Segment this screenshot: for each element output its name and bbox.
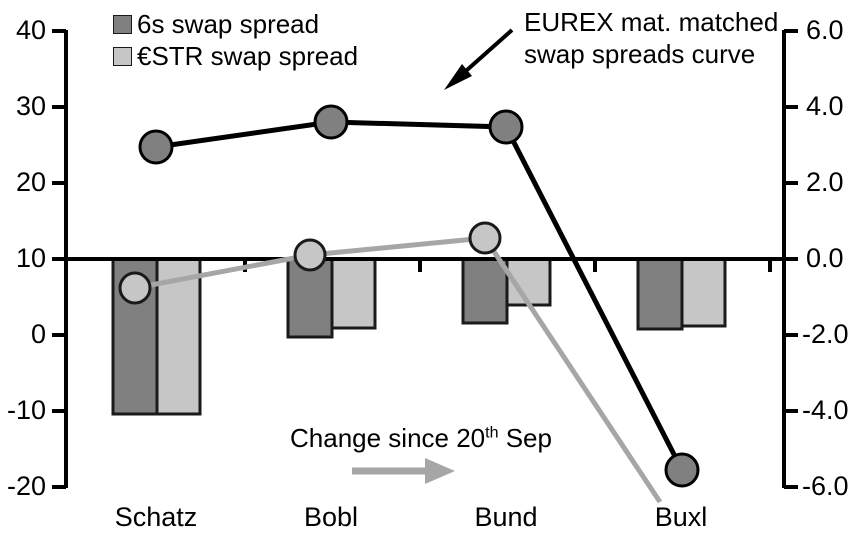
bar-6s-bobl xyxy=(286,257,334,339)
left-axis-tick-0: 0 xyxy=(30,319,46,349)
right-axis xyxy=(782,29,798,489)
right-axis-tick-minus4: -4.0 xyxy=(802,395,849,425)
left-axis-tick-20: 20 xyxy=(15,167,46,197)
marker-eurex-bund xyxy=(488,109,524,145)
bar-6s-buxl xyxy=(636,257,684,331)
left-axis xyxy=(52,29,68,489)
bar-6s-bund xyxy=(461,257,509,325)
bar-group-buxl xyxy=(636,257,727,331)
bar-group-bund xyxy=(461,257,552,325)
note-text-before: Change since 20 xyxy=(290,423,486,453)
line-series-eurex xyxy=(138,104,700,488)
marker-change-schatz xyxy=(118,271,152,305)
right-axis-tick-2: 2.0 xyxy=(806,167,844,197)
legend: 6s swap spread €STR swap spread xyxy=(113,8,358,72)
legend-item-estr[interactable]: €STR swap spread xyxy=(113,40,358,72)
marker-change-bund xyxy=(468,221,502,255)
left-axis-tick-30: 30 xyxy=(15,91,46,121)
bar-estr-buxl xyxy=(680,257,727,328)
category-label-schatz: Schatz xyxy=(114,502,198,532)
annotation-line-1: EUREX mat. matched xyxy=(524,7,779,37)
note-text-after: Sep xyxy=(498,423,552,453)
right-axis-tick-minus2: -2.0 xyxy=(802,319,849,349)
note-arrow xyxy=(352,458,455,484)
left-axis-tick-10: 10 xyxy=(15,243,46,273)
marker-change-bobl xyxy=(293,238,327,272)
right-axis-tick-4: 4.0 xyxy=(806,91,844,121)
left-axis-tick-40: 40 xyxy=(15,15,46,45)
bar-group-bobl xyxy=(286,257,377,339)
marker-eurex-schatz xyxy=(138,129,174,165)
line-series-change-since xyxy=(118,221,663,504)
category-label-bobl: Bobl xyxy=(303,502,359,532)
right-axis-tick-minus6: -6.0 xyxy=(802,471,849,501)
legend-swatch-light-icon xyxy=(113,46,132,66)
category-label-buxl: Buxl xyxy=(654,502,708,532)
annotation-text: EUREX mat. matched swap spreads curve xyxy=(524,6,778,70)
category-label-bund: Bund xyxy=(474,502,538,532)
legend-swatch-dark-icon xyxy=(113,14,132,34)
right-axis-tick-0: 0.0 xyxy=(806,243,844,273)
annotation-arrow xyxy=(444,28,514,90)
legend-label-estr: €STR swap spread xyxy=(137,41,359,71)
marker-eurex-bobl xyxy=(313,104,349,140)
left-axis-tick-minus10: -10 xyxy=(6,395,46,425)
bar-estr-bobl xyxy=(330,257,377,330)
left-axis-tick-minus20: -20 xyxy=(6,471,46,501)
marker-eurex-buxl xyxy=(664,452,700,488)
legend-label-6s: 6s swap spread xyxy=(137,9,320,39)
right-axis-tick-6: 6.0 xyxy=(806,15,844,45)
legend-item-6s[interactable]: 6s swap spread xyxy=(113,8,358,40)
note-text: Change since 20th Sep xyxy=(290,425,552,451)
note-superscript: th xyxy=(485,424,499,442)
annotation-line-2: swap spreads curve xyxy=(524,39,756,69)
